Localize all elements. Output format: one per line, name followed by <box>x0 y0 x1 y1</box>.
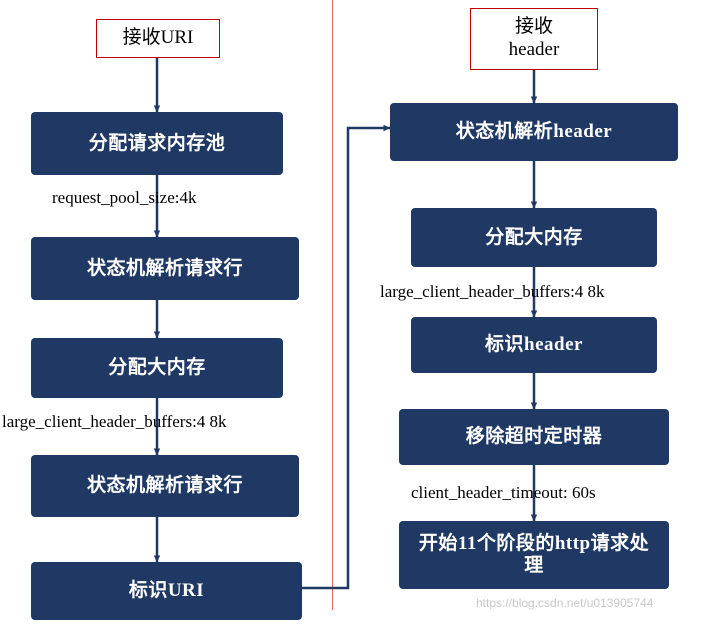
node-remove-timeout-timer-label: 移除超时定时器 <box>465 426 603 448</box>
watermark-label: https://blog.csdn.net/u013905744 <box>476 596 654 610</box>
node-parse-header: 状态机解析header <box>390 103 678 161</box>
node-mark-header: 标识header <box>411 317 657 373</box>
node-allocate-large-memory-left: 分配大内存 <box>31 338 283 398</box>
node-start-http-phases: 开始11个阶段的http请求处理 <box>399 521 669 589</box>
node-parse-header-label: 状态机解析header <box>455 121 613 143</box>
node-parse-request-line-1: 状态机解析请求行 <box>31 237 299 300</box>
column-divider <box>332 0 333 610</box>
node-parse-request-line-2: 状态机解析请求行 <box>31 455 299 517</box>
caption-client-header-timeout: client_header_timeout: 60s <box>411 483 596 503</box>
node-mark-uri: 标识URI <box>31 562 302 620</box>
node-remove-timeout-timer: 移除超时定时器 <box>399 409 669 465</box>
watermark: https://blog.csdn.net/u013905744 <box>476 596 653 610</box>
node-mark-uri-label: 标识URI <box>128 580 205 602</box>
start-box-receive-header-label-line2: header <box>508 39 560 60</box>
node-allocate-request-pool: 分配请求内存池 <box>31 112 283 175</box>
caption-large-client-header-buffers-right: large_client_header_buffers:4 8k <box>380 282 605 302</box>
caption-large-client-header-buffers-left-label: large_client_header_buffers:4 8k <box>2 412 227 431</box>
caption-large-client-header-buffers-left: large_client_header_buffers:4 8k <box>2 412 227 432</box>
caption-request-pool-size-label: request_pool_size:4k <box>52 188 197 207</box>
caption-client-header-timeout-label: client_header_timeout: 60s <box>411 483 596 502</box>
node-parse-request-line-2-label: 状态机解析请求行 <box>86 475 243 497</box>
node-allocate-request-pool-label: 分配请求内存池 <box>88 132 226 154</box>
node-parse-request-line-1-label: 状态机解析请求行 <box>86 257 243 279</box>
start-box-receive-header-label-line1: 接收 <box>514 16 553 38</box>
node-allocate-large-memory-right-label: 分配大内存 <box>485 226 583 248</box>
start-box-receive-uri: 接收URI <box>96 19 220 58</box>
caption-large-client-header-buffers-right-label: large_client_header_buffers:4 8k <box>380 282 605 301</box>
start-box-receive-uri-label: 接收URI <box>122 27 194 49</box>
start-box-receive-header: 接收 header <box>470 8 598 70</box>
node-allocate-large-memory-right: 分配大内存 <box>411 208 657 267</box>
node-allocate-large-memory-left-label: 分配大内存 <box>108 357 206 379</box>
caption-request-pool-size: request_pool_size:4k <box>52 188 196 208</box>
node-start-http-phases-label: 开始11个阶段的http请求处理 <box>418 533 650 576</box>
node-mark-header-label: 标识header <box>485 334 583 356</box>
